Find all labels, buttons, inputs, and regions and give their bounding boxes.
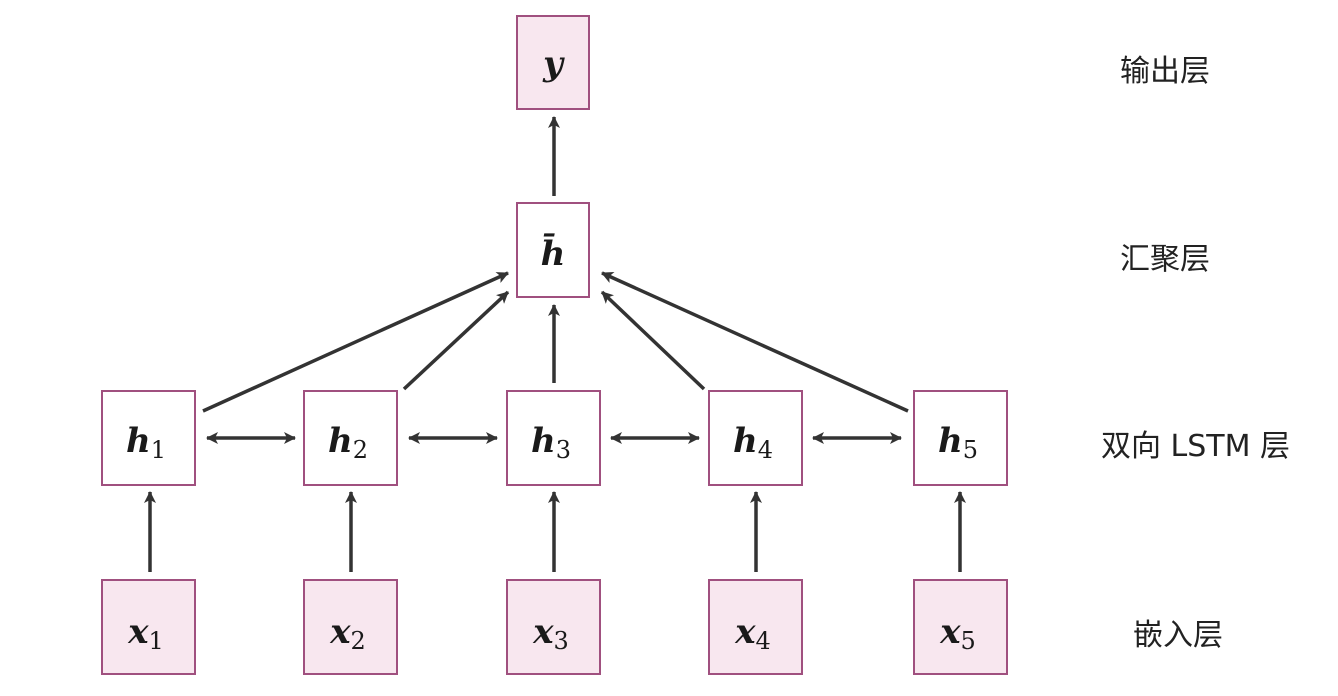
layer-label-output: 输出层 (1120, 54, 1210, 89)
lstm-node-h4: h4 (708, 390, 803, 486)
pooling-node-hbar: h̄ (516, 202, 590, 298)
embedding-node-x3: x3 (506, 579, 601, 675)
embedding-node-x2: x2 (303, 579, 398, 675)
lstm-node-box (101, 390, 196, 486)
lstm-node-box (913, 390, 1008, 486)
layer-label-pooling: 汇聚层 (1120, 242, 1210, 277)
arrow-h1-hbar (202, 271, 509, 413)
pooling-node-label: h̄ (541, 233, 566, 274)
embedding-node-x5: x5 (913, 579, 1008, 675)
embedding-node-x1: x1 (101, 579, 196, 675)
lstm-node-box (708, 390, 803, 486)
edges (144, 116, 966, 572)
arrow-h2-hbar (402, 290, 510, 391)
output-node-label: y (542, 44, 565, 84)
embedding-node-box (303, 579, 398, 675)
embedding-node-box (101, 579, 196, 675)
pooling-node-box (516, 202, 590, 298)
lstm-node-box (303, 390, 398, 486)
output-node-y: y (516, 15, 590, 110)
embedding-node-label: x3 (532, 612, 569, 655)
lstm-node-label: h3 (531, 421, 571, 464)
output-node-box (516, 15, 590, 110)
embedding-node-label: x5 (939, 612, 976, 655)
lstm-node-label: h4 (733, 421, 773, 464)
embedding-node-label: x1 (127, 612, 164, 655)
lstm-node-label: h5 (938, 421, 978, 464)
embedding-node-x4: x4 (708, 579, 803, 675)
embedding-node-label: x4 (734, 612, 771, 655)
lstm-node-label: h2 (328, 421, 368, 464)
layer-label-bilstm: 双向 LSTM 层 (1101, 429, 1290, 464)
embedding-node-label: x2 (329, 612, 366, 655)
lstm-node-h1: h1 (101, 390, 196, 486)
arrow-h5-hbar (601, 271, 909, 413)
arrow-h4-hbar (600, 290, 706, 391)
embedding-node-box (506, 579, 601, 675)
layer-label-embedding: 嵌入层 (1133, 618, 1223, 653)
lstm-node-label: h1 (126, 421, 166, 464)
embedding-node-box (708, 579, 803, 675)
embedding-node-box (913, 579, 1008, 675)
lstm-node-h5: h5 (913, 390, 1008, 486)
lstm-node-box (506, 390, 601, 486)
lstm-node-h2: h2 (303, 390, 398, 486)
lstm-node-h3: h3 (506, 390, 601, 486)
